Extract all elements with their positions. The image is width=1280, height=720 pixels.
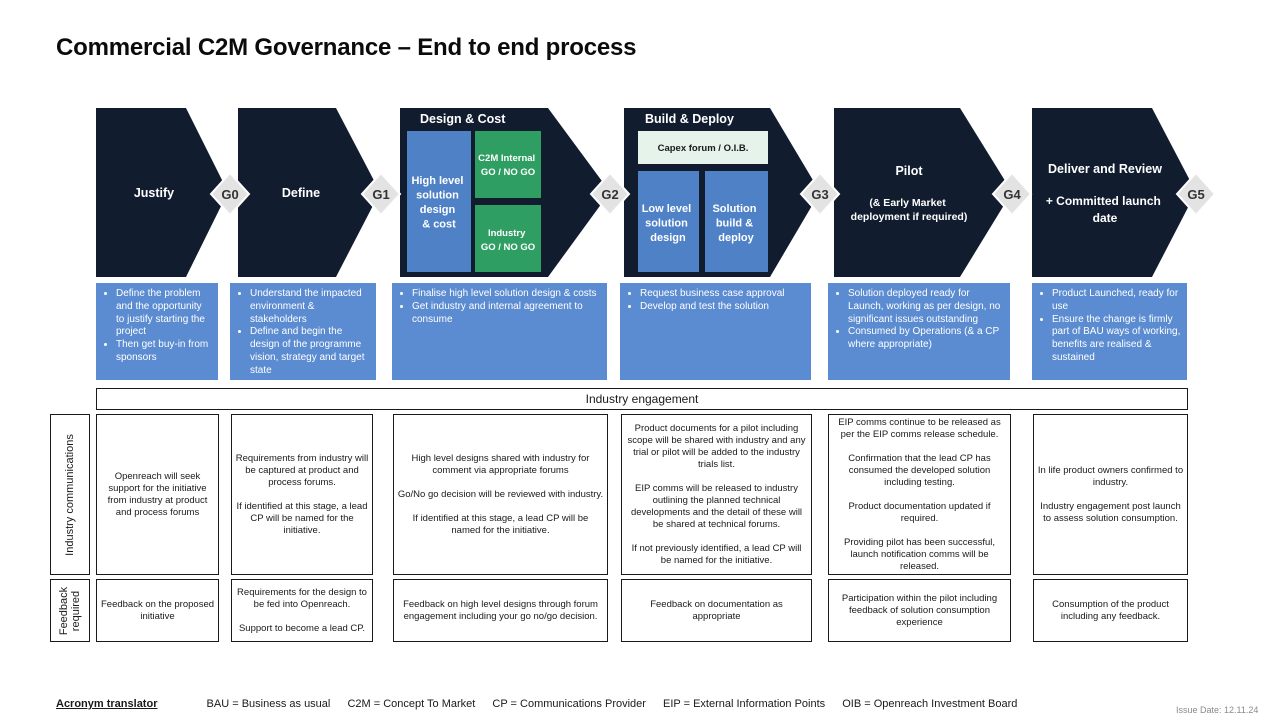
industry-go-box bbox=[475, 205, 541, 272]
chevron-define bbox=[238, 108, 380, 277]
gate-g2: G2 bbox=[589, 171, 631, 217]
acronym-translator: Acronym translator BAU = Business as usu… bbox=[56, 698, 1031, 710]
low-level-design-text: Low level solution design bbox=[642, 203, 695, 244]
gate-g0: G0 bbox=[209, 171, 251, 217]
gate-g4: G4 bbox=[991, 171, 1033, 217]
gate-g5: G5 bbox=[1175, 171, 1217, 217]
feedback-pilot: Participation within the pilot including… bbox=[828, 579, 1011, 642]
acronym-item: CP = Communications Provider bbox=[492, 698, 646, 710]
comms-pilot: EIP comms continue to be released as per… bbox=[828, 414, 1011, 575]
objectives-build-deploy: Request business case approvalDevelop an… bbox=[620, 283, 811, 380]
solution-build-text: Solution build & deploy bbox=[712, 203, 759, 244]
acronym-translator-label: Acronym translator bbox=[56, 698, 158, 710]
chevron-pilot bbox=[834, 108, 1012, 277]
comms-build-deploy: Product documents for a pilot including … bbox=[621, 414, 812, 575]
svg-text:G5: G5 bbox=[1187, 187, 1204, 202]
c2m-internal-go-box bbox=[475, 131, 541, 198]
svg-text:G0: G0 bbox=[221, 187, 238, 202]
acronym-item: BAU = Business as usual bbox=[206, 698, 331, 710]
feedback-justify: Feedback on the proposed initiative bbox=[96, 579, 219, 642]
stage-pilot-sub: (& Early Market deployment if required) bbox=[851, 197, 968, 223]
stage-design-cost-title: Design & Cost bbox=[420, 112, 506, 126]
page-title: Commercial C2M Governance – End to end p… bbox=[56, 34, 637, 61]
high-level-solution-text: High level solution design & cost bbox=[411, 175, 466, 231]
stage-justify-label: Justify bbox=[134, 186, 174, 200]
high-level-solution-box bbox=[407, 131, 471, 272]
capex-forum-text: Capex forum / O.I.B. bbox=[658, 143, 749, 154]
stage-pilot-title: Pilot bbox=[895, 164, 923, 178]
stage-deliver-title: Deliver and Review bbox=[1048, 162, 1162, 176]
comms-define: Requirements from industry will be captu… bbox=[231, 414, 373, 575]
comms-design-cost: High level designs shared with industry … bbox=[393, 414, 608, 575]
objectives-pilot: Solution deployed ready for Launch, work… bbox=[828, 283, 1010, 380]
feedback-deliver: Consumption of the product including any… bbox=[1033, 579, 1188, 642]
industry-go-text: Industry GO / NO GO bbox=[481, 228, 535, 253]
acronym-item: EIP = External Information Points bbox=[663, 698, 826, 710]
chevron-justify bbox=[96, 108, 228, 277]
stage-define-label: Define bbox=[282, 186, 320, 200]
industry-engagement-banner: Industry engagement bbox=[96, 388, 1188, 410]
solution-build-box bbox=[705, 171, 768, 272]
capex-forum-box bbox=[638, 131, 768, 164]
issue-date: Issue Date: 12.11.24 bbox=[1176, 705, 1259, 715]
stage-deliver-sub: + Committed launch date bbox=[1046, 194, 1164, 225]
acronym-item: C2M = Concept To Market bbox=[347, 698, 476, 710]
svg-text:G4: G4 bbox=[1003, 187, 1021, 202]
comms-justify: Openreach will seek support for the init… bbox=[96, 414, 219, 575]
svg-text:G3: G3 bbox=[811, 187, 828, 202]
objectives-design-cost: Finalise high level solution design & co… bbox=[392, 283, 607, 380]
comms-deliver: In life product owners confirmed to indu… bbox=[1033, 414, 1188, 575]
acronym-item: OIB = Openreach Investment Board bbox=[842, 698, 1018, 710]
objectives-deliver: Product Launched, ready for useEnsure th… bbox=[1032, 283, 1187, 380]
row-label-feedback-required: Feedback required bbox=[50, 579, 90, 642]
stage-build-deploy-title: Build & Deploy bbox=[645, 112, 734, 126]
svg-text:G2: G2 bbox=[601, 187, 618, 202]
feedback-design-cost: Feedback on high level designs through f… bbox=[393, 579, 608, 642]
process-stages: Justify Define Design & Cost High level … bbox=[96, 108, 1217, 277]
low-level-design-box bbox=[638, 171, 699, 272]
svg-text:G1: G1 bbox=[372, 187, 389, 202]
gate-g1: G1 bbox=[360, 171, 402, 217]
feedback-build-deploy: Feedback on documentation as appropriate bbox=[621, 579, 812, 642]
row-label-industry-communications: Industry communications bbox=[50, 414, 90, 575]
objectives-justify: Define the problem and the opportunity t… bbox=[96, 283, 218, 380]
gate-g3: G3 bbox=[799, 171, 841, 217]
c2m-internal-go-text: C2M Internal GO / NO GO bbox=[478, 153, 538, 178]
chevron-deliver bbox=[1032, 108, 1196, 277]
objectives-define: Understand the impacted environment & st… bbox=[230, 283, 376, 380]
feedback-define: Requirements for the design to be fed in… bbox=[231, 579, 373, 642]
